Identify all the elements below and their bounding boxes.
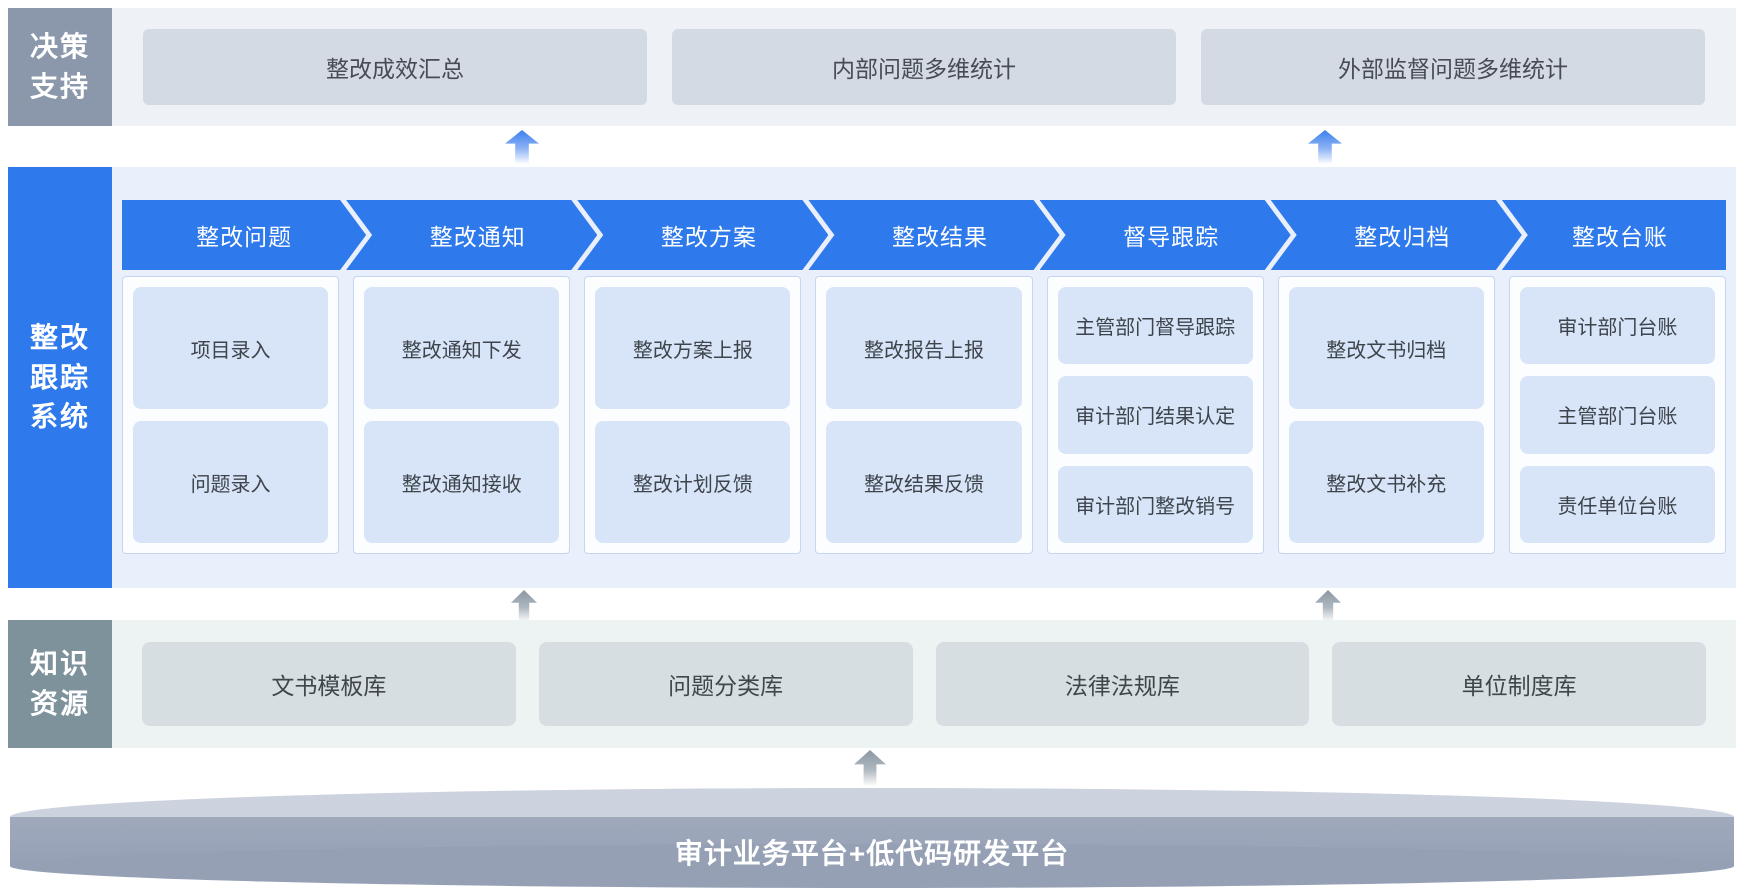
up-arrow-icon — [854, 750, 886, 786]
stage-panel: 整改报告上报 整改结果反馈 — [815, 276, 1033, 554]
tracking-system-band: 整改跟踪系统 整改问题 项目录入 问题录入 整改通知 整改通知下发 整改通知接收 — [8, 167, 1736, 588]
task-box: 整改通知接收 — [364, 421, 560, 543]
task-box: 整改方案上报 — [595, 287, 791, 409]
stage-chevron-plan: 整改方案 — [577, 200, 828, 270]
cylinder-bottom-ellipse — [10, 844, 1734, 888]
task-box: 整改文书补充 — [1288, 421, 1484, 543]
task-box: 整改文书归档 — [1288, 287, 1484, 409]
decision-box-external-stats: 外部监督问题多维统计 — [1201, 29, 1705, 105]
tracking-system-label: 整改跟踪系统 — [8, 167, 112, 588]
task-box: 主管部门台账 — [1519, 376, 1715, 454]
stage-panel: 主管部门督导跟踪 审计部门结果认定 审计部门整改销号 — [1046, 276, 1264, 554]
stage-chevron-archive: 整改归档 — [1271, 200, 1522, 270]
knowledge-box-problem-categories: 问题分类库 — [538, 642, 913, 726]
task-box: 整改计划反馈 — [595, 421, 791, 543]
stage-header-container: 整改问题 — [122, 200, 339, 270]
knowledge-resources-band: 知识资源 文书模板库 问题分类库 法律法规库 单位制度库 — [8, 620, 1736, 748]
task-box: 问题录入 — [133, 421, 329, 543]
stage-panel: 整改通知下发 整改通知接收 — [353, 276, 571, 554]
platform-cylinder: 审计业务平台+低代码研发平台 — [10, 788, 1734, 888]
decision-support-label-text: 决策支持 — [29, 31, 90, 102]
stage-panel: 项目录入 问题录入 — [122, 276, 340, 554]
decision-support-label: 决策支持 — [8, 8, 112, 126]
knowledge-box-document-templates: 文书模板库 — [142, 642, 516, 726]
up-arrow-icon — [1308, 130, 1342, 164]
task-box: 项目录入 — [133, 287, 329, 409]
decision-support-band: 决策支持 整改成效汇总 内部问题多维统计 外部监督问题多维统计 — [8, 8, 1736, 126]
task-box: 整改结果反馈 — [826, 421, 1022, 543]
task-box: 审计部门整改销号 — [1057, 465, 1253, 543]
stage-column-problem: 整改问题 项目录入 问题录入 — [122, 200, 339, 554]
stage-column-ledger: 整改台账 审计部门台账 主管部门台账 责任单位台账 — [1501, 200, 1726, 554]
stage-panel: 整改文书归档 整改文书补充 — [1277, 276, 1495, 554]
knowledge-resources-strip: 文书模板库 问题分类库 法律法规库 单位制度库 — [112, 620, 1736, 748]
stage-panel: 审计部门台账 主管部门台账 责任单位台账 — [1508, 276, 1726, 554]
task-box: 整改报告上报 — [826, 287, 1022, 409]
stage-column-supervision: 督导跟踪 主管部门督导跟踪 审计部门结果认定 审计部门整改销号 — [1047, 200, 1264, 554]
task-box: 整改通知下发 — [364, 287, 560, 409]
stage-chevron-notice: 整改通知 — [346, 200, 597, 270]
task-box: 主管部门督导跟踪 — [1057, 287, 1253, 365]
stage-header-container: 督导跟踪 — [1047, 200, 1264, 270]
tracking-system-strip: 整改问题 项目录入 问题录入 整改通知 整改通知下发 整改通知接收 整改方案 — [112, 167, 1736, 588]
task-box: 审计部门台账 — [1519, 287, 1715, 365]
knowledge-box-laws-regulations: 法律法规库 — [935, 642, 1310, 726]
task-box: 审计部门结果认定 — [1057, 376, 1253, 454]
stage-chevron-problem: 整改问题 — [122, 200, 366, 270]
stage-column-notice: 整改通知 整改通知下发 整改通知接收 — [353, 200, 570, 554]
up-arrow-icon — [1315, 590, 1341, 622]
platform-label: 审计业务平台+低代码研发平台 — [674, 838, 1070, 869]
stage-header-container: 整改通知 — [353, 200, 570, 270]
task-box: 责任单位台账 — [1519, 465, 1715, 543]
stage-header-container: 整改归档 — [1278, 200, 1495, 270]
up-arrow-icon — [505, 130, 539, 164]
knowledge-resources-label: 知识资源 — [8, 620, 112, 748]
stage-chevron-result: 整改结果 — [808, 200, 1059, 270]
decision-box-rectification-summary: 整改成效汇总 — [143, 29, 647, 105]
knowledge-resources-label-text: 知识资源 — [29, 648, 90, 719]
stage-header-container: 整改结果 — [815, 200, 1032, 270]
stage-header-container: 整改台账 — [1501, 200, 1726, 270]
decision-box-internal-stats: 内部问题多维统计 — [672, 29, 1176, 105]
stage-column-plan: 整改方案 整改方案上报 整改计划反馈 — [584, 200, 801, 554]
knowledge-box-unit-rules: 单位制度库 — [1332, 642, 1706, 726]
stage-header-container: 整改方案 — [584, 200, 801, 270]
stage-panel: 整改方案上报 整改计划反馈 — [584, 276, 802, 554]
tracking-system-label-text: 整改跟踪系统 — [29, 321, 90, 433]
stage-chevron-supervision: 督导跟踪 — [1040, 200, 1291, 270]
up-arrow-icon — [511, 590, 537, 622]
stage-column-archive: 整改归档 整改文书归档 整改文书补充 — [1278, 200, 1495, 554]
decision-support-strip: 整改成效汇总 内部问题多维统计 外部监督问题多维统计 — [112, 8, 1736, 126]
stage-column-result: 整改结果 整改报告上报 整改结果反馈 — [815, 200, 1032, 554]
stage-chevron-ledger: 整改台账 — [1501, 200, 1726, 270]
